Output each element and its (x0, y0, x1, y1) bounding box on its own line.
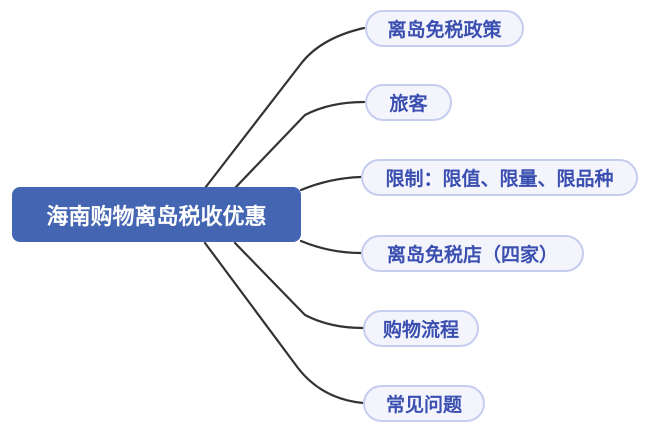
branch-label: 限制：限值、限量、限品种 (385, 169, 614, 190)
connector-root-to-branch-5 (233, 241, 365, 330)
branch-node-shopping-process[interactable]: 购物流程 (363, 310, 479, 347)
branch-node-duty-free-policy[interactable]: 离岛免税政策 (365, 10, 524, 47)
branch-node-duty-free-stores[interactable]: 离岛免税店（四家） (361, 235, 584, 272)
root-node-label: 海南购物离岛税收优惠 (46, 203, 267, 229)
branch-node-travelers[interactable]: 旅客 (365, 84, 452, 121)
root-node[interactable]: 海南购物离岛税收优惠 (12, 187, 301, 242)
branch-label: 旅客 (389, 94, 428, 115)
connector-root-to-branch-6 (203, 241, 365, 405)
branch-label: 常见问题 (385, 395, 462, 416)
branch-node-limits[interactable]: 限制：限值、限量、限品种 (361, 159, 638, 196)
branch-label: 离岛免税店（四家） (386, 245, 558, 266)
connector-root-to-branch-1 (203, 26, 366, 190)
connector-root-to-branch-4 (299, 239, 363, 255)
branch-node-faq[interactable]: 常见问题 (363, 385, 485, 422)
branch-label: 离岛免税政策 (387, 20, 502, 41)
connector-root-to-branch-2 (233, 100, 366, 190)
branch-label: 购物流程 (382, 320, 459, 341)
connector-root-to-branch-3 (299, 175, 363, 192)
